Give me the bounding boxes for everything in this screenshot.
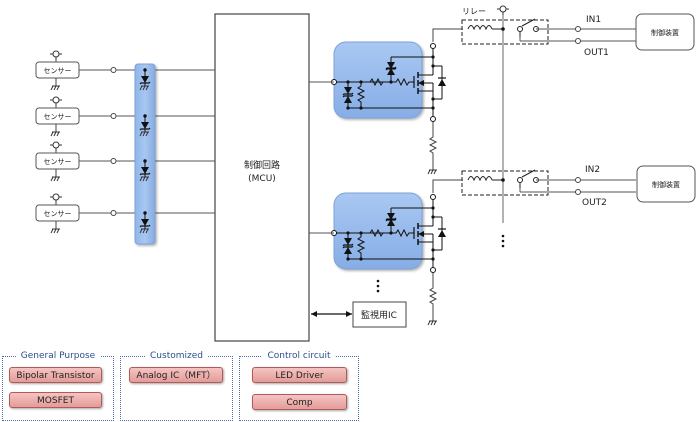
- gate-driver-1: [332, 42, 447, 122]
- relay-2: [461, 169, 549, 196]
- chip-bipolar-transistor: Bipolar Transistor: [9, 367, 102, 383]
- mcu-label: 制御回路: [244, 159, 280, 171]
- relay-1: [461, 18, 549, 45]
- chip-analog-ic-mft: Analog IC（MFT）: [129, 367, 223, 383]
- legend-group-title: Customized: [145, 351, 208, 361]
- terminal: [110, 113, 117, 119]
- control-device-1-label: 制御装置: [651, 28, 679, 37]
- sensor-label: センサー: [44, 210, 72, 218]
- relay-label: リレー: [462, 7, 486, 16]
- legend-group-title: Control circuit: [262, 351, 336, 361]
- legend-group-control-circuit: Control circuit: [239, 351, 359, 421]
- sensor-row: センサー: [35, 50, 215, 91]
- in2-label: IN2: [585, 165, 600, 175]
- esd-protection-bar: [134, 63, 156, 245]
- out1-label: OUT1: [584, 48, 609, 58]
- sensor-row: センサー: [35, 141, 215, 182]
- vertical-ellipsis-right: [501, 234, 505, 238]
- monitor-ic-block: [352, 301, 407, 328]
- gate-driver-2: [332, 193, 447, 273]
- sensor-row: センサー: [35, 193, 215, 234]
- out2-label: OUT2: [582, 198, 607, 208]
- in1-label: IN1: [586, 15, 601, 25]
- sensor-label: センサー: [44, 158, 72, 166]
- legend-group-customized: Customized: [120, 351, 233, 421]
- control-device-2: [636, 165, 696, 203]
- control-device-2-label: 制御装置: [652, 180, 680, 189]
- terminal: [110, 67, 117, 73]
- mcu-block: [214, 13, 310, 342]
- legend-group-general-purpose: General Purpose: [2, 351, 114, 421]
- vertical-ellipsis-driver: [376, 279, 380, 283]
- chip-mosfet: MOSFET: [9, 392, 102, 408]
- chip-led-driver: LED Driver: [252, 367, 347, 383]
- monitor-ic-label: 監視用IC: [361, 309, 397, 321]
- legend-group-title: General Purpose: [15, 351, 101, 361]
- control-device-1: [635, 13, 695, 51]
- terminal: [110, 210, 117, 216]
- chip-comp: Comp: [252, 394, 347, 410]
- sensor-label: センサー: [44, 113, 72, 121]
- sensor-row: センサー: [35, 96, 215, 137]
- mcu-sublabel: (MCU): [248, 174, 276, 184]
- terminal: [110, 158, 117, 164]
- sensor-label: センサー: [44, 67, 72, 75]
